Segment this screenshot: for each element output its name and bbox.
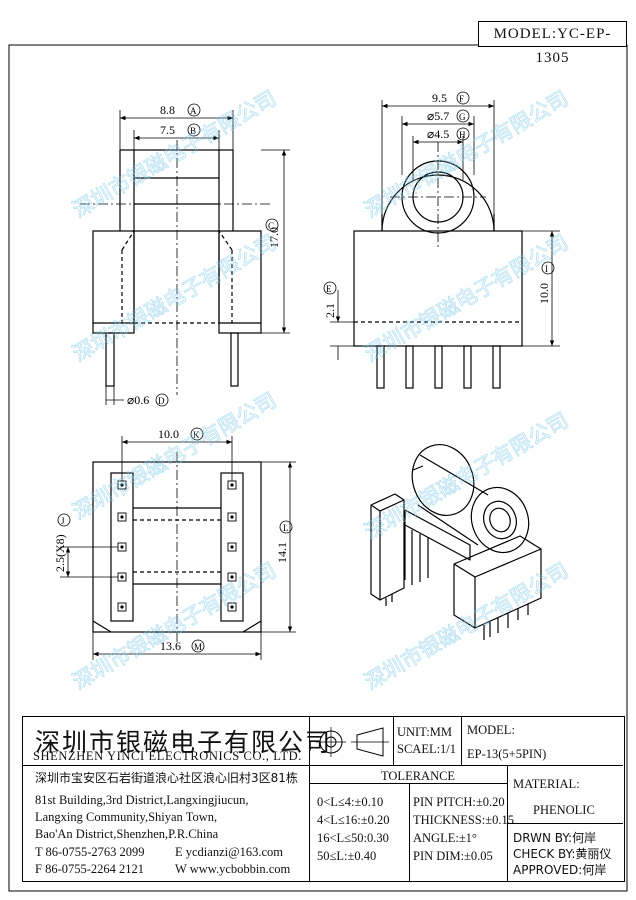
dim-j-tag: J [61, 516, 65, 526]
tolerance-row-1: 0<L≤4:±0.10 [317, 795, 384, 809]
dim-h-tag: H [459, 130, 466, 140]
model-label: MODEL: [467, 723, 515, 737]
side-view [353, 142, 523, 389]
divider [309, 783, 507, 784]
dim-f-value: 9.5 [432, 91, 447, 105]
watermark-text: 深圳市银磁电子有限公司 [361, 558, 573, 694]
divider [309, 765, 310, 881]
angle: ANGLE:±1° [413, 831, 477, 845]
divider [461, 717, 462, 765]
watermark-layer: 深圳市银磁电子有限公司 深圳市银磁电子有限公司 深圳市银磁电子有限公司 深圳市银… [68, 86, 573, 695]
divider [507, 823, 623, 824]
dim-f-tag: F [459, 94, 464, 104]
dim-a-value: 8.8 [160, 103, 175, 117]
phone: T 86-0755-2763 2099 [35, 845, 145, 859]
front-view-dimensions [105, 110, 290, 405]
fax: F 86-0755-2264 2121 [35, 862, 145, 876]
drawing-border [8, 44, 628, 892]
pin-pitch: PIN PITCH:±0.20 [413, 795, 505, 809]
tolerance-row-4: 50≤L:±0.40 [317, 849, 377, 863]
divider [309, 717, 310, 765]
bottom-view-labels: 10.0 K 13.6 M 14.1 L 2.5(X8) J [53, 427, 293, 653]
dim-a-tag: A [190, 106, 197, 116]
dim-e-value: 2.1 [323, 303, 337, 318]
dim-j-value: 2.5(X8) [53, 534, 67, 572]
address-en-2: Langxing Community,Shiyan Town, [35, 810, 218, 824]
tolerance-title: TOLERANCE [381, 769, 456, 783]
dim-h-value: ⌀4.5 [427, 127, 449, 141]
watermark-text: 深圳市银磁电子有限公司 [361, 86, 573, 222]
dim-c-tag: C [268, 221, 274, 231]
company-name-en: SHENZHEN YINCI ELECTRONICS CO., LTD. [33, 749, 302, 763]
tolerance-row-2: 4<L≤16:±0.20 [317, 813, 390, 827]
dim-b-tag: B [190, 126, 196, 136]
dim-d-tag: D [158, 396, 165, 406]
dim-k-tag: K [193, 430, 200, 440]
side-view-dimensions [330, 100, 560, 360]
front-view-labels: 8.8 A 7.5 B 17.0 C ⌀0.6 D [127, 103, 281, 407]
dim-e-tag: E [326, 284, 332, 294]
dim-l-value: 14.1 [275, 542, 289, 563]
tolerance-row-3: 16<L≤50:0.30 [317, 831, 389, 845]
checked-by: CHECK BY:黄丽仪 [513, 847, 612, 861]
dim-k-value: 10.0 [158, 427, 179, 441]
pin-dim: PIN DIM:±0.05 [413, 849, 493, 863]
title-block: 深圳市银磁电子有限公司 SHENZHEN YINCI ELECTRONICS C… [22, 716, 625, 882]
dim-i-value: 10.0 [537, 283, 551, 304]
projection-symbol-icon [316, 727, 389, 757]
unit: UNIT:MM [397, 725, 452, 739]
dim-m-value: 13.6 [160, 639, 181, 653]
watermark-text: 深圳市银磁电子有限公司 [361, 408, 573, 544]
model-value: EP-13(5+5PIN) [467, 747, 547, 761]
address-en-1: 81st Building,3rd District,Langxingjiucu… [35, 793, 249, 807]
dim-d-value: ⌀0.6 [127, 393, 149, 407]
address-cn: 深圳市宝安区石岩街道浪心社区浪心旧村3区81栋 [35, 771, 298, 785]
isometric-view [370, 444, 542, 640]
side-view-labels: 9.5 F ⌀5.7 G ⌀4.5 H 10.0 I 2.1 E [323, 91, 555, 318]
scale: SCAEL:1/1 [397, 742, 457, 756]
divider [409, 783, 410, 881]
dim-g-value: ⌀5.7 [427, 109, 449, 123]
approved-by: APPROVED:何岸 [513, 863, 607, 877]
dim-c-value: 17.0 [267, 227, 281, 248]
material-value: PHENOLIC [533, 803, 595, 817]
thickness: THICKNESS:±0.15 [413, 813, 514, 827]
watermark-text: 深圳市银磁电子有限公司 [69, 558, 281, 694]
dim-g-tag: G [459, 112, 466, 122]
dim-b-value: 7.5 [160, 123, 175, 137]
drawn-by: DRWN BY:何岸 [513, 831, 597, 845]
address-en-3: Bao'An District,Shenzhen,P.R.China [35, 827, 219, 841]
bottom-view-dimensions [60, 436, 296, 660]
dim-i-tag: I [545, 264, 548, 274]
website: W www.ycbobbin.com [175, 862, 291, 876]
watermark-text: 深圳市银磁电子有限公司 [69, 388, 281, 524]
material-label: MATERIAL: [513, 777, 580, 791]
divider [393, 717, 394, 765]
email: E ycdianzi@163.com [175, 845, 284, 859]
dim-m-tag: M [194, 642, 202, 652]
model-number-box: MODEL:YC-EP-1305 [478, 21, 627, 66]
dim-l-tag: L [283, 523, 289, 533]
divider [23, 765, 623, 766]
watermark-text: 深圳市银磁电子有限公司 [69, 230, 281, 366]
front-view [80, 140, 270, 395]
company-name-cn: 深圳市银磁电子有限公司 [35, 728, 333, 757]
